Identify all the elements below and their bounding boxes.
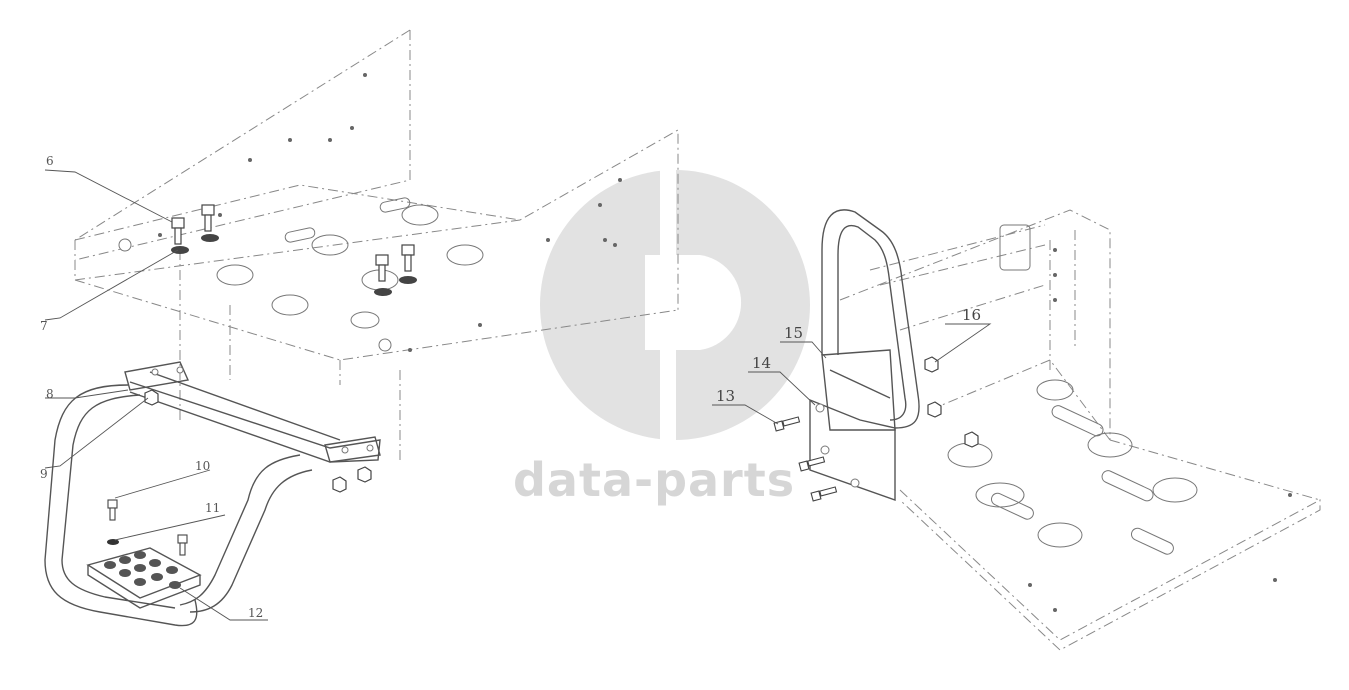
watermark-logo: [540, 170, 810, 440]
callout-6: 6: [46, 154, 54, 168]
callout-9: 9: [40, 467, 48, 481]
step-plate-12: [86, 547, 202, 609]
left-platform-frame: [74, 29, 679, 460]
callout-11: 11: [205, 501, 220, 515]
callout-13: 13: [716, 387, 735, 405]
nut-set-16: [924, 356, 979, 448]
washer-11: [107, 539, 119, 545]
handrail-15: [821, 209, 920, 431]
callout-8: 8: [46, 387, 54, 401]
leader-lines: [44, 169, 992, 621]
callout-7: 7: [40, 319, 48, 333]
bolt-set-10: [107, 499, 188, 556]
bolt-set-6: [171, 204, 415, 282]
callout-10: 10: [195, 459, 210, 473]
nut-set-9: [144, 389, 372, 493]
callout-14: 14: [752, 354, 771, 372]
washer-set-7: [171, 234, 417, 296]
watermark-text: data-parts: [513, 453, 795, 507]
step-bracket-8: [44, 361, 381, 627]
callout-16: 16: [962, 306, 981, 324]
callout-labels: 6 7 8 9 10 11 12 13 14 15 16: [40, 154, 981, 620]
callout-15: 15: [784, 324, 803, 342]
right-step-frame: [839, 209, 1321, 651]
callout-12: 12: [248, 606, 263, 620]
plate-14: [809, 398, 896, 501]
